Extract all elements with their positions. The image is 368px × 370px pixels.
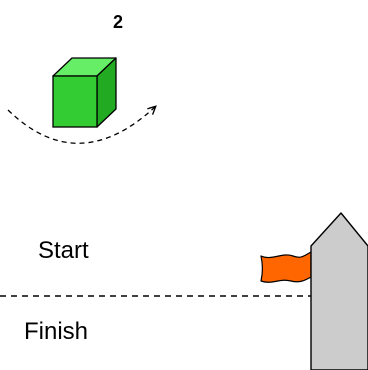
green-cube-icon	[52, 57, 117, 128]
finish-label: Finish	[24, 318, 88, 345]
curved-dashed-arrow-icon	[7, 107, 155, 144]
orange-flag-icon	[260, 251, 312, 283]
start-label: Start	[38, 237, 89, 264]
gray-arrow-marker-icon	[310, 212, 368, 370]
step-number: 2	[113, 12, 123, 32]
cube-front-face	[52, 75, 98, 128]
